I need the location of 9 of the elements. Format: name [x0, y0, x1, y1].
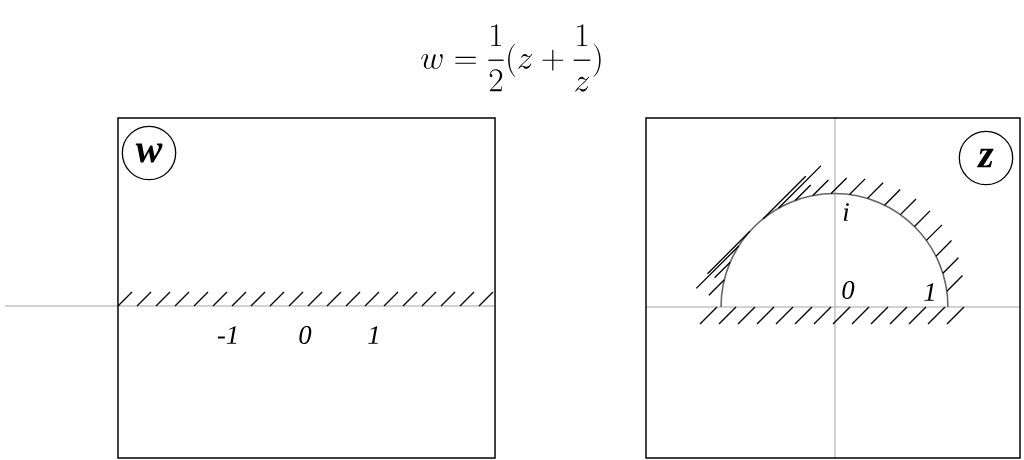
axis-value: 0: [299, 326, 312, 344]
formula-title: $w=\frac{1}{2}(z+\frac{1}{z})$: [421, 24, 601, 92]
plane-frame: [117, 117, 496, 459]
plane-frame: [645, 117, 1021, 459]
axis-value: 0: [842, 281, 855, 299]
axis-value: 1: [368, 326, 378, 344]
axis-value: 1: [924, 283, 934, 301]
axis-value: i: [843, 203, 849, 221]
axis-value: -1: [217, 326, 237, 344]
